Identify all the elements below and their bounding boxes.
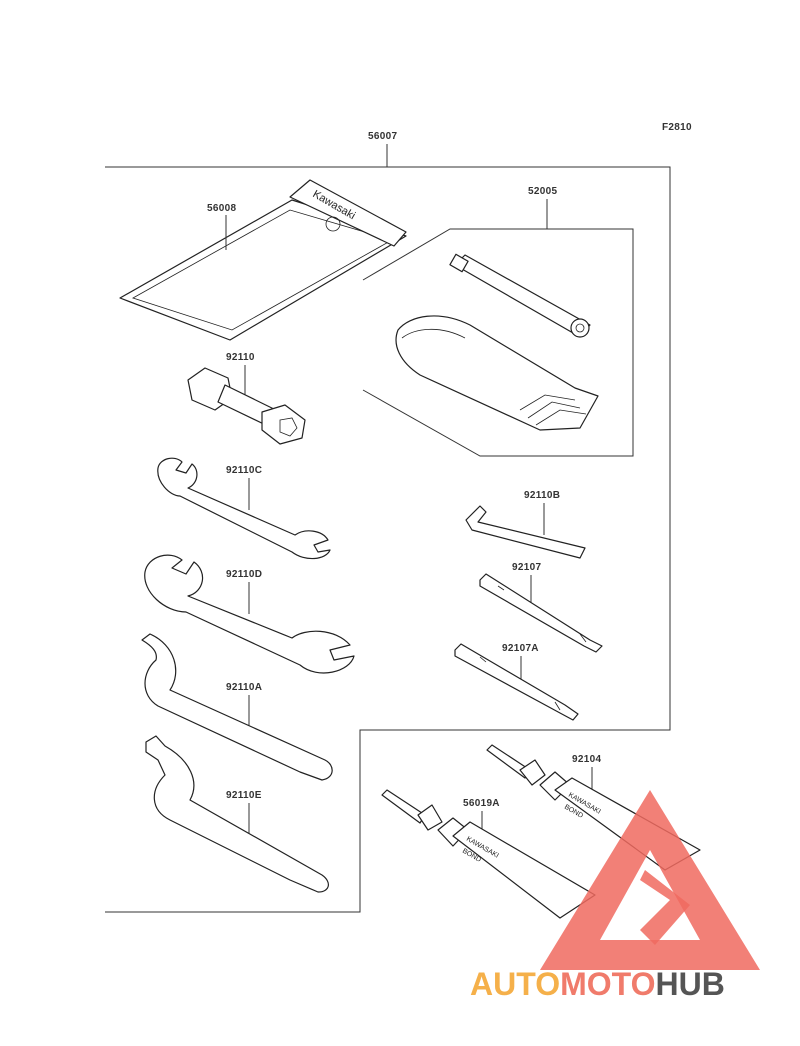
hex-key: 92110B bbox=[465, 490, 586, 559]
screwdriver-a: 92107A bbox=[454, 643, 579, 721]
callout-screwdriver: 92107 bbox=[512, 562, 541, 573]
callout-wrench-c: 92110C bbox=[226, 465, 262, 476]
wrench-c: 92110C bbox=[157, 457, 331, 560]
bond-tube-a: 56019A KAWASAKI BOND bbox=[381, 789, 596, 919]
hook-spanner-a: 92110A bbox=[141, 633, 333, 781]
watermark-part1: AUTO bbox=[470, 966, 560, 1002]
watermark-part3: HUB bbox=[655, 966, 724, 1002]
callout-bond-a: 56019A bbox=[463, 798, 500, 809]
callout-socket: 92110 bbox=[226, 352, 255, 363]
callout-hook-e: 92110E bbox=[226, 790, 262, 801]
tool-bag: 52005 bbox=[362, 186, 634, 457]
figure-code: F2810 bbox=[662, 122, 692, 133]
callout-bag: 52005 bbox=[528, 186, 557, 197]
watermark: AUTOMOTOHUB bbox=[470, 790, 760, 1002]
callout-wrench-d: 92110D bbox=[226, 569, 262, 580]
callout-bond: 92104 bbox=[572, 754, 601, 765]
watermark-logo bbox=[540, 790, 760, 970]
spark-plug-socket: 92110 bbox=[187, 352, 306, 445]
watermark-text: AUTOMOTOHUB bbox=[470, 966, 725, 1002]
callout-hex-key: 92110B bbox=[524, 490, 560, 501]
callout-screwdriver-a: 92107A bbox=[502, 643, 539, 654]
callout-hook-a: 92110A bbox=[226, 682, 262, 693]
kit-outline: 56007 bbox=[105, 131, 671, 913]
callout-kit: 56007 bbox=[368, 131, 397, 142]
watermark-part2: MOTO bbox=[560, 966, 655, 1002]
wrench-d: 92110D bbox=[144, 554, 355, 674]
screwdriver: 92107 bbox=[479, 562, 603, 653]
tool-case: Kawasaki 56008 bbox=[119, 179, 407, 341]
hook-spanner-e: 92110E bbox=[145, 735, 329, 893]
callout-case: 56008 bbox=[207, 203, 236, 214]
